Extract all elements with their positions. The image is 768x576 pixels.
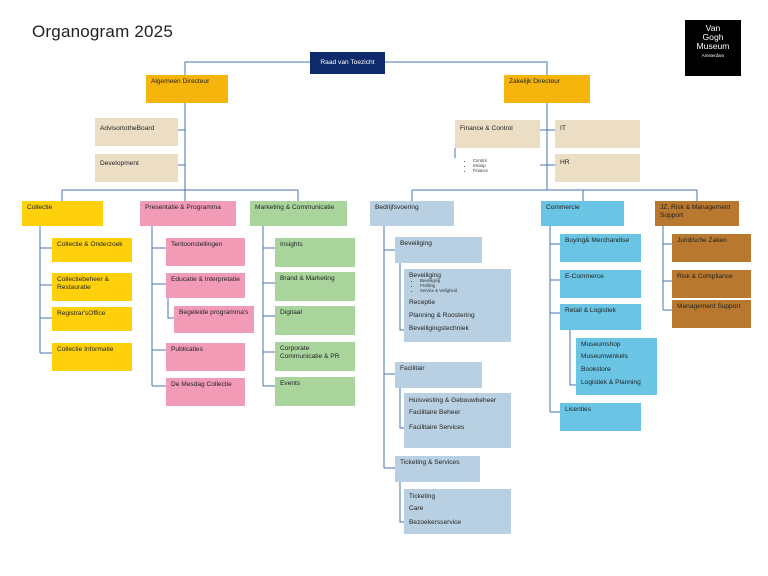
corporate-communicatie-pr-box: Corporate Communicatie & PR [275,342,355,371]
list-item: Beveiliging [420,278,457,283]
jz-risk-management-box: JZ, Risk & Management Support [655,201,739,226]
list-item: Receptie [409,299,436,306]
beveiliging-box: Beveiliging [395,237,482,263]
events-box: Events [275,377,355,406]
collectie-informatie-box: Collectie Informatie [52,343,132,371]
beveiliging-group-box: Beveiliging [404,269,511,342]
list-item: Finance [473,168,488,173]
list-item: Planning & Roostering [409,312,475,319]
presentatie-programma-box: Presentatie & Programma [140,201,236,226]
logo-line: Van [705,23,721,33]
list-item: Facilitaire Beheer [409,409,461,416]
list-item: Bookstore [581,366,611,373]
ticketing-group-box [404,489,511,534]
hr-box: HR [555,154,640,182]
list-item: Service & Veiligheid [420,288,457,293]
list-item: Huisvesting & Gebouwbeheer [409,397,497,404]
management-support-box: Management Support [672,300,751,328]
brand-marketing-box: Brand & Marketing [275,272,355,301]
retail-logistiek-box: Retail & Logistiek [560,304,641,330]
logo-line: Museum [696,41,730,52]
digitaal-box: Digitaal [275,306,355,335]
list-item: Museumwinkels [581,353,628,360]
bedrijfsvoering-box: Bedrijfsvoering [370,201,454,226]
de-mesdag-collectie-box: De Mesdag Collectie [166,378,245,406]
list-item: Control [473,158,488,163]
list-item: Beveiligingstechniek [409,325,469,332]
insights-box: Insights [275,238,355,267]
registrars-office-box: Registrar'sOffice [52,307,132,331]
finance-sub-list: Control Inkoop Finance [459,158,488,173]
buying-merchandise-box: Buying& Merchandise [560,234,641,262]
van-gogh-museum-logo: Van Gogh Museum Amsterdam [685,20,741,76]
juridische-zaken-box: Juridische Zaken [672,234,751,262]
development-box: Development [95,154,178,182]
list-item: Museumshop [581,341,621,348]
list-item: Ticketing [409,493,436,500]
retail-group-box [576,338,657,395]
ticketing-services-box: Ticketing & Services [395,456,480,482]
educatie-interpretatie-box: Educatie & Interpretatie [166,273,245,298]
collectie-box: Collectie [22,201,103,226]
beveiliging-sub-list: Beveiliging Profiling Service & Veilighe… [406,278,457,293]
collectie-onderzoek-box: Collectie & Onderzoek [52,238,132,262]
tentoonstellingen-box: Tentoonstellingen [166,238,245,266]
facilitair-group-box [404,393,511,448]
commercie-box: Commercie [541,201,624,226]
licenties-box: Licenties [560,403,641,431]
finance-control-box: Finance & Control [455,120,540,148]
group-head: Beveiliging [409,272,441,279]
list-item: Facilitaire Services [409,424,465,431]
e-commerce-box: E-Commerce [560,270,641,298]
marketing-communicatie-box: Marketing & Communicatie [250,201,347,226]
list-item: Care [409,505,424,512]
raad-van-toezicht-box: Raad van Toezicht [310,52,385,74]
page-title: Organogram 2025 [32,22,173,41]
advisor-to-the-board-box: AdvisortotheBoard [95,118,178,146]
begeleide-programmas-box: Begeleide programma's [174,306,254,333]
list-item: Logistiek & Planning [581,379,641,386]
logo-line: Gogh [702,32,724,43]
risk-compliance-box: Risk & Compliance [672,270,751,298]
zakelijk-directeur-box: Zakelijk Directeur [504,75,590,103]
list-item: Inkoop [473,163,488,168]
publicaties-box: Publicaties [166,343,245,371]
list-item: Profiling [420,283,457,288]
facilitair-box: Facilitair [395,362,482,388]
list-item: Bezoekersservice [409,519,462,526]
logo-subtitle: Amsterdam [701,53,725,59]
algemeen-directeur-box: Algemeen Directeur [146,75,228,103]
collectiebeheer-restauratie-box: Collectiebeheer & Restauratie [52,273,132,301]
it-box: IT [555,120,640,148]
